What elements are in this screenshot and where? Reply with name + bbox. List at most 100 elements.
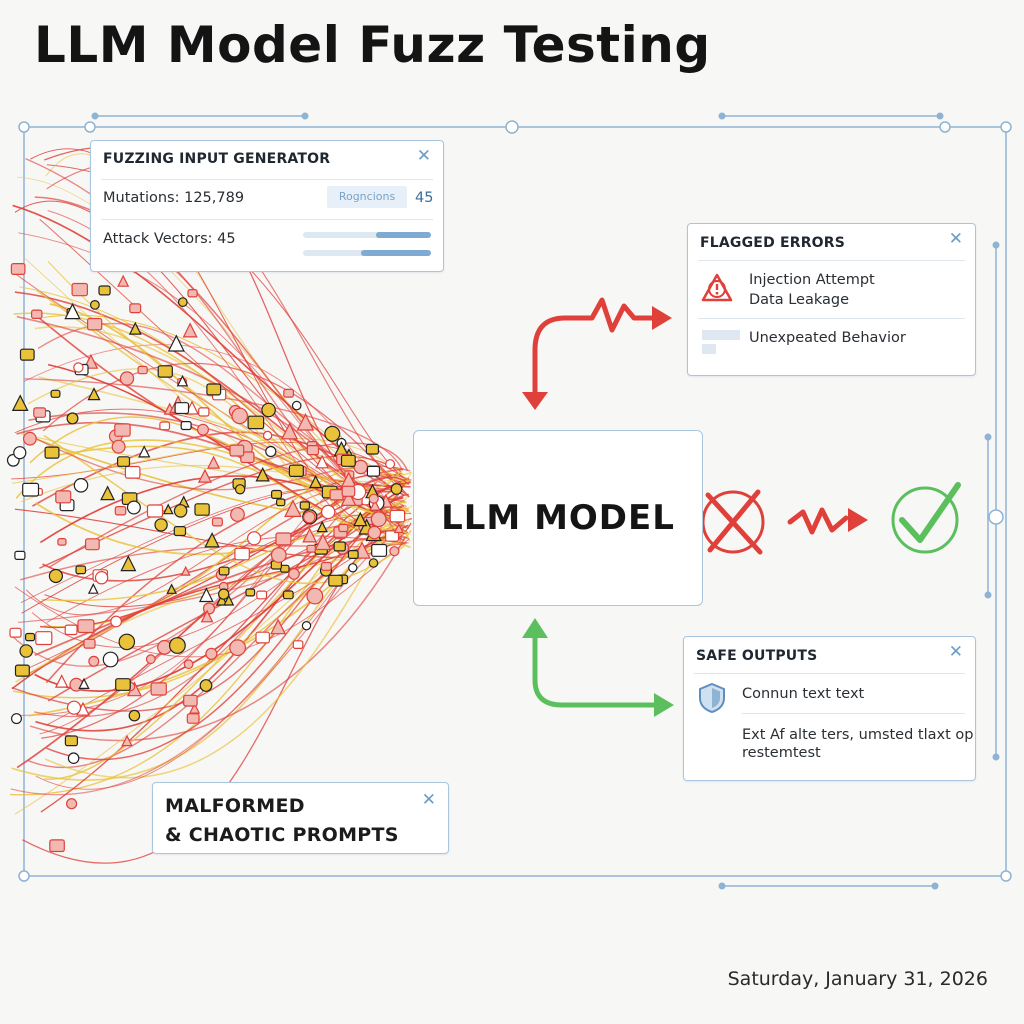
prompt-stream — [15, 517, 405, 683]
prompt-glyph — [261, 402, 276, 418]
prompt-glyph — [247, 415, 265, 430]
prompt-glyph — [102, 651, 119, 668]
prompt-glyph — [217, 588, 230, 600]
prompt-glyph — [385, 459, 396, 470]
prompt-glyph — [50, 389, 61, 398]
prompt-glyph — [75, 565, 87, 575]
prompt-stream — [10, 535, 410, 796]
prompt-glyph — [255, 466, 270, 482]
prompt-glyph — [19, 644, 33, 658]
prompt-stream — [20, 464, 407, 503]
prompt-glyph — [35, 631, 53, 646]
generator-field-value: 45 — [415, 190, 434, 206]
prompt-glyph — [281, 422, 299, 440]
shield-icon — [699, 682, 725, 714]
flagged-heading: FLAGGED ERRORS — [700, 235, 846, 251]
prompt-glyph — [302, 527, 318, 543]
prompt-glyph — [368, 493, 379, 504]
prompt-glyph — [64, 302, 81, 320]
prompt-glyph — [321, 504, 336, 520]
prompt-glyph — [180, 421, 192, 431]
prompt-glyph — [315, 454, 329, 469]
prompt-glyph — [197, 468, 212, 483]
placeholder-bar — [702, 344, 716, 354]
prompt-glyph — [282, 590, 294, 600]
prompt-glyph — [186, 713, 200, 724]
prompt-glyph — [371, 543, 388, 557]
prompt-glyph — [205, 647, 218, 660]
prompt-glyph — [329, 489, 344, 501]
prompt-glyph — [86, 317, 103, 331]
prompt-stream — [36, 290, 401, 489]
safe-outputs-panel: SAFE OUTPUTS ✕ Connun text text Ext Af a… — [683, 636, 976, 781]
prompt-glyph — [211, 517, 223, 527]
prompt-glyph — [328, 574, 343, 587]
prompt-glyph — [306, 544, 316, 553]
prompt-glyph — [245, 588, 256, 597]
prompt-glyph — [54, 674, 69, 688]
prompt-glyph — [292, 640, 304, 649]
prompt-glyph — [66, 412, 79, 425]
close-icon[interactable]: ✕ — [948, 229, 963, 249]
prompt-glyph — [366, 465, 381, 477]
prompt-glyph — [87, 583, 99, 594]
prompt-glyph — [73, 362, 84, 373]
prompt-glyph — [365, 443, 379, 455]
prompt-glyph — [14, 664, 30, 677]
prompt-glyph — [110, 615, 122, 628]
prompt-glyph — [14, 550, 26, 561]
prompt-glyph — [124, 465, 141, 479]
prompt-glyph — [390, 483, 403, 495]
prompt-glyph — [291, 400, 302, 411]
prompt-glyph — [369, 499, 381, 511]
prompt-stream — [23, 344, 406, 532]
prompt-glyph — [234, 547, 250, 561]
prompt-glyph — [301, 621, 312, 631]
error-arrow-head-down — [522, 392, 548, 410]
prompt-glyph — [385, 530, 400, 542]
close-icon[interactable]: ✕ — [416, 146, 431, 166]
prompt-glyph — [25, 632, 36, 642]
prompt-glyph — [87, 387, 101, 401]
prompt-glyph — [204, 532, 220, 548]
prompt-glyph — [393, 522, 404, 534]
divider — [101, 179, 433, 180]
prompt-glyph — [200, 609, 214, 623]
prompt-glyph — [302, 510, 316, 524]
prompt-glyph — [353, 511, 368, 527]
llm-model-label: LLM MODEL — [441, 498, 675, 538]
prompt-glyph — [150, 682, 167, 696]
prompt-glyph — [31, 309, 43, 320]
prompt-glyph — [262, 430, 273, 441]
prompt-glyph — [166, 583, 177, 594]
attack-bar-fill — [376, 232, 431, 238]
prompt-glyph — [198, 407, 210, 417]
close-icon[interactable]: ✕ — [948, 642, 963, 662]
prompt-glyph — [306, 587, 324, 605]
close-icon[interactable]: ✕ — [421, 790, 436, 810]
prompt-glyph — [115, 678, 131, 691]
prompt-glyph — [389, 509, 406, 523]
prompt-glyph — [159, 421, 171, 431]
chaotic-prompts-panel: MALFORMED & CHAOTIC PROMPTS ✕ — [152, 782, 449, 854]
prompt-stream — [11, 499, 405, 712]
flagged-errors-panel: FLAGGED ERRORS ✕ Injection Attempt Data … — [687, 223, 976, 376]
selection-frame — [23, 115, 1007, 887]
prompt-glyph — [64, 624, 78, 636]
prompt-glyph — [348, 563, 358, 573]
divider — [694, 673, 965, 674]
prompt-glyph — [271, 489, 283, 500]
prompt-glyph — [206, 455, 221, 469]
generator-field[interactable]: Rogncions — [327, 186, 407, 208]
prompt-glyph — [78, 677, 90, 690]
fail-x-icon — [701, 489, 765, 555]
prompt-glyph — [120, 555, 137, 572]
prompt-glyph — [117, 274, 130, 287]
prompt-glyph — [13, 446, 27, 460]
prompt-glyph — [118, 633, 136, 651]
prompt-glyph — [168, 637, 186, 654]
data-leakage-text: Data Leakage — [749, 292, 850, 308]
prompt-stream — [41, 527, 409, 602]
prompt-glyph — [194, 503, 210, 516]
chaos-label-line1: MALFORMED — [165, 795, 305, 817]
